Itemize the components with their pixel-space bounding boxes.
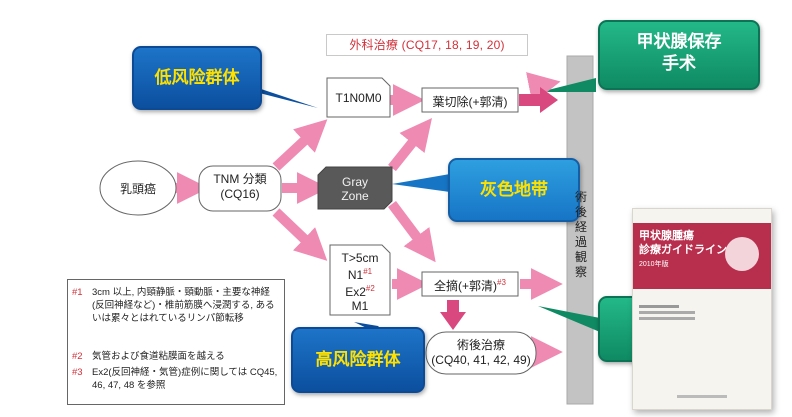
arrow-gray-total (388, 201, 436, 263)
total-sup: #3 (497, 278, 506, 287)
gray-zone-text: Gray Zone (318, 175, 392, 203)
book-publisher-line-2 (639, 311, 695, 314)
preserve-bubble: 甲状腺保存 手术 (598, 20, 760, 90)
node-t1n0m0 (326, 77, 391, 118)
preserve-line1: 甲状腺保存 (636, 32, 722, 51)
book-title-line1: 甲状腺腫瘍 (639, 230, 694, 242)
book-bottom-line (677, 395, 727, 398)
book-title: 甲状腺腫瘍 診療ガイドライン 2010年版 (639, 229, 727, 272)
low-risk-label: 低风险群体 (154, 68, 240, 87)
tnm-line1: TNM 分類 (213, 172, 267, 186)
tnm-label: TNM 分類 (CQ16) (199, 172, 281, 202)
tnm-line2: (CQ16) (220, 187, 260, 201)
low-risk-bubble: 低风险群体 (132, 46, 262, 110)
gray-line2: Zone (341, 189, 369, 203)
arrow-thin-top (526, 72, 561, 104)
node-postop (425, 331, 537, 375)
book-title-line2: 診療ガイドライン (639, 244, 727, 256)
thin-arrows (176, 72, 563, 369)
note-1-mark: #1 (72, 287, 83, 298)
high-line2: N1#1 (330, 265, 390, 282)
high-risk-bubble: 高风险群体 (291, 327, 425, 393)
node-lobectomy (421, 87, 519, 113)
node-papillary (99, 160, 177, 216)
guideline-book-cover: 甲状腺腫瘍 診療ガイドライン 2010年版 (632, 208, 772, 410)
note-2-mark: #2 (72, 351, 83, 362)
followup-bar (566, 55, 594, 405)
book-publisher-line-3 (639, 317, 695, 320)
high-line2-sup: #1 (363, 267, 373, 276)
total-label: 全摘(+郭清)#3 (422, 277, 518, 294)
arrow-tnm-high (272, 208, 328, 261)
high-risk-label: 高风险群体 (315, 350, 401, 369)
high-line3: Ex2#2 (330, 282, 390, 299)
arrow-lobectomy-followup (519, 87, 558, 113)
book-publisher-line (639, 305, 679, 308)
lobectomy-label: 葉切除(+郭清) (432, 95, 508, 109)
total-pointer (538, 306, 600, 332)
high-line1: T>5cm (341, 251, 379, 265)
note-3-mark: #3 (72, 367, 83, 378)
preserve-line2: 手术 (662, 54, 696, 73)
t1n0m0-label: T1N0M0 (335, 91, 382, 105)
arrow-tnm-low (272, 119, 328, 171)
gray-zone-label: 灰色地带 (480, 180, 548, 199)
high-line3-main: Ex2 (345, 285, 366, 299)
postop-line2: (CQ40, 41, 42, 49) (431, 353, 531, 367)
high-line2-main: N1 (347, 268, 364, 282)
surgery-header: 外科治療 (CQ17, 18, 19, 20) (326, 34, 528, 56)
high-line4: M1 (351, 299, 369, 313)
note-1-text: 3cm 以上, 内頸静脈・頸動脈・主要な神経(反回神経など)・椎前筋膜へ浸潤する… (92, 287, 275, 324)
gray-zone-pointer (392, 174, 450, 192)
thick-arrows (440, 87, 558, 330)
node-high-risk (329, 244, 391, 316)
note-3-text: Ex2(反回神経・気管)症例に関しては CQ45, 46, 47, 48 を参照 (92, 367, 278, 391)
book-edition: 2010年版 (639, 261, 669, 268)
note-1: #1 3cm 以上, 内頸静脈・頸動脈・主要な神経(反回神経など)・椎前筋膜へ浸… (68, 286, 284, 338)
node-total (421, 271, 519, 297)
arrow-gray-lobectomy (388, 118, 432, 172)
postop-label: 術後治療 (CQ40, 41, 42, 49) (426, 338, 536, 368)
high-line3-sup: #2 (365, 284, 375, 293)
thyroid-illustration (725, 237, 759, 271)
node-tnm (198, 165, 282, 212)
postop-line1: 術後治療 (456, 338, 505, 352)
arrow-total-postop (440, 300, 466, 330)
papillary-label: 乳頭癌 (119, 182, 156, 196)
footnotes-box: #1 3cm 以上, 内頸静脈・頸動脈・主要な神経(反回神経など)・椎前筋膜へ浸… (67, 279, 285, 405)
high-risk-criteria: T>5cm N1#1 Ex2#2 M1 (330, 251, 390, 313)
gray-line1: Gray (341, 175, 368, 189)
total-main: 全摘(+郭清) (434, 279, 498, 293)
note-2-text: 気管および食道粘膜面を越える (92, 351, 225, 362)
node-gray-zone (317, 166, 393, 210)
followup-label: 術後経過観察 (574, 190, 587, 279)
gray-zone-bubble: 灰色地带 (448, 158, 580, 222)
